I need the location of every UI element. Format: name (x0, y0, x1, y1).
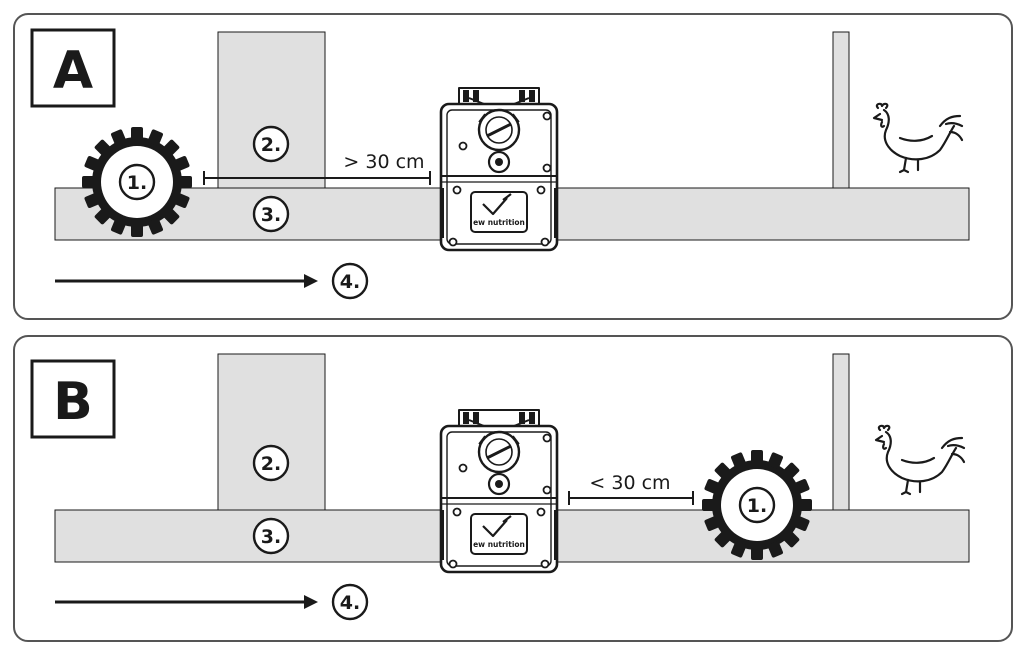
distance-measure: < 30 cm (568, 472, 694, 505)
label-direction: 4. (331, 583, 369, 621)
panel-a: A 1. 2. 3. > 30 cm (13, 13, 1013, 320)
svg-text:1.: 1. (127, 172, 147, 194)
arrow-icon (55, 274, 318, 288)
distance-label: > 30 cm (343, 151, 424, 173)
svg-text:2.: 2. (261, 134, 281, 156)
label-wheel: 1. (118, 163, 156, 201)
svg-text:2.: 2. (261, 453, 281, 475)
label-block: 2. (252, 444, 290, 482)
label-rail: 3. (252, 517, 290, 555)
post (832, 31, 850, 190)
panel-letter: A (53, 41, 93, 101)
svg-text:1.: 1. (747, 495, 767, 517)
svg-text:4.: 4. (340, 271, 360, 293)
label-direction: 4. (331, 262, 369, 300)
arrow-icon (55, 595, 318, 609)
distance-label: < 30 cm (589, 472, 670, 494)
svg-text:3.: 3. (261, 204, 281, 226)
distance-measure: > 30 cm (203, 151, 431, 185)
label-wheel: 1. (738, 486, 776, 524)
panel-letter: B (53, 372, 93, 432)
block-2 (217, 353, 326, 512)
svg-text:3.: 3. (261, 526, 281, 548)
label-rail: 3. (252, 195, 290, 233)
panel-b: B 2. 3. ew nutrition < 30 cm (13, 335, 1013, 642)
svg-text:4.: 4. (340, 592, 360, 614)
panel-letter-box (30, 28, 116, 108)
device-brand: ew nutrition (473, 540, 525, 549)
panel-letter-box (30, 359, 116, 439)
block-2 (217, 31, 326, 190)
post (832, 353, 850, 512)
device-brand: ew nutrition (473, 218, 525, 227)
label-block: 2. (252, 125, 290, 163)
